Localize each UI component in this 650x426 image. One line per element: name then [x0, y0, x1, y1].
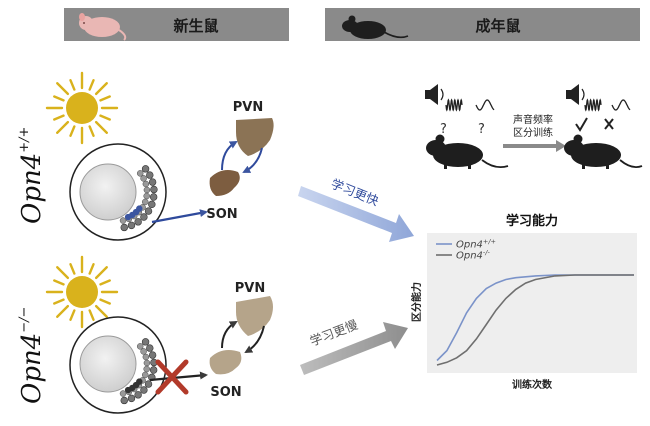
adult-header-label: 成年鼠 — [475, 17, 520, 35]
sun-icon-top — [45, 71, 119, 145]
question-mark-1: ? — [440, 122, 447, 137]
training-after — [564, 84, 643, 169]
eye-ko — [69, 316, 167, 414]
adult-header: 成年鼠 — [325, 8, 640, 41]
training-step: 声音频率 区分训练 — [503, 113, 566, 152]
pvn-ko-label: PVN — [235, 281, 265, 296]
high-tone-wave-icon — [445, 98, 463, 112]
chart-x-label: 训练次数 — [512, 378, 553, 391]
slower-learning-label: 学习更慢 — [308, 317, 361, 349]
pvn-to-son-arrow-wt — [242, 147, 263, 173]
son-wt-label: SON — [206, 207, 237, 222]
mouse-after-icon — [564, 134, 643, 169]
chart-title: 学习能力 — [506, 213, 558, 229]
legend-label-wt: Opn4+/+ — [456, 238, 496, 251]
retina-cells-wt — [119, 165, 158, 232]
mouse-before-icon — [426, 134, 509, 169]
pvn-ko-shape — [236, 296, 273, 336]
check-icon — [575, 117, 588, 132]
sun-icon-bottom — [45, 255, 119, 329]
optic-axon-ko — [149, 371, 208, 382]
legend-label-ko: Opn4-/- — [456, 249, 490, 262]
adult-mouse-icon — [342, 15, 409, 39]
genotype-wt-label: Opn4+/+ — [17, 127, 47, 224]
son-to-pvn-arrow-ko — [221, 321, 238, 349]
retina-cells-ko — [119, 338, 158, 405]
newborn-header: 新生鼠 — [64, 8, 289, 41]
optic-axon-wt — [151, 209, 208, 224]
cross-icon — [604, 118, 614, 130]
newborn-header-label: 新生鼠 — [173, 17, 218, 35]
chart-y-label: 区分能力 — [410, 282, 423, 322]
high-tone-wave-icon-2 — [584, 98, 602, 112]
son-ko-label: SON — [210, 385, 241, 400]
low-tone-wave-icon — [475, 99, 495, 111]
question-mark-2: ? — [478, 122, 485, 137]
chart-plot-area — [427, 233, 637, 373]
speaker-icon-left — [425, 84, 444, 105]
chart-series — [436, 274, 634, 366]
low-tone-wave-icon-2 — [611, 99, 631, 111]
pvn-wt-label: PVN — [233, 100, 263, 115]
training-arrow-head — [556, 140, 566, 152]
faster-learning-arrow: 学习更快 — [298, 176, 414, 242]
pvn-to-son-arrow-ko — [244, 325, 265, 353]
slower-learning-arrow: 学习更慢 — [300, 317, 408, 375]
speaker-icon-right — [566, 84, 585, 105]
learning-chart: 学习能力 区分能力 训练次数 Opn4+/+Opn4-/- — [410, 213, 637, 391]
block-cross-icon — [155, 359, 189, 395]
chart-legend: Opn4+/+Opn4-/- — [436, 238, 496, 262]
son-wt-shape — [209, 170, 240, 196]
newborn-mouse-icon — [79, 13, 127, 41]
genotype-ko-label: Opn4−/− — [17, 307, 47, 404]
training-before: ? ? — [425, 84, 509, 169]
son-to-pvn-arrow-wt — [221, 141, 238, 171]
training-label-line1: 声音频率 — [513, 113, 553, 126]
series-line-ko — [436, 274, 634, 366]
pvn-wt-shape — [236, 118, 274, 156]
training-label-line2: 区分训练 — [513, 126, 553, 139]
son-ko-shape — [209, 350, 242, 375]
eye-wt — [69, 143, 167, 241]
